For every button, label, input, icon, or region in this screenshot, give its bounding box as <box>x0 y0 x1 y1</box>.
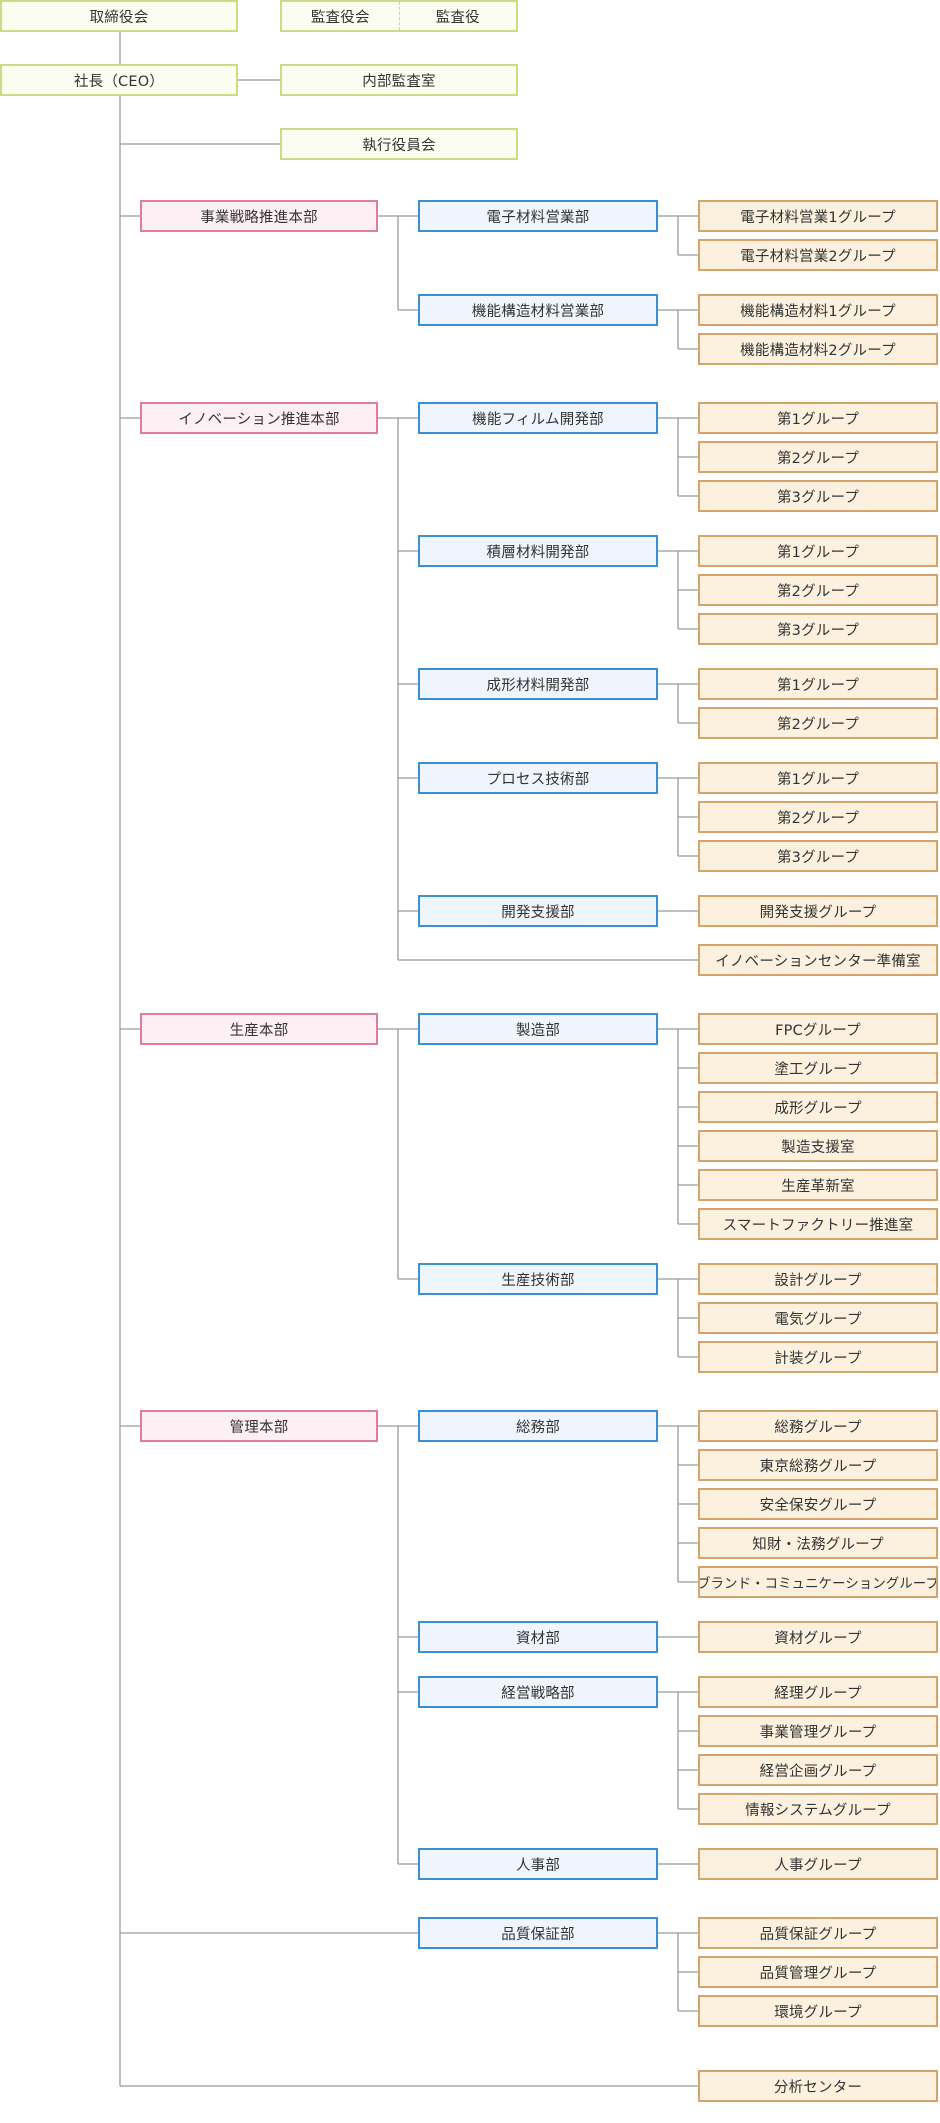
group-box: イノベーションセンター準備室 <box>698 944 938 976</box>
department-box: 機能フィルム開発部 <box>418 402 658 434</box>
audit-box: 監査役会 監査役 <box>280 0 518 32</box>
group-box: 事業管理グループ <box>698 1715 938 1747</box>
department-box: 人事部 <box>418 1848 658 1880</box>
group-box: 経営企画グループ <box>698 1754 938 1786</box>
group-box: 情報システムグループ <box>698 1793 938 1825</box>
group-box: 第3グループ <box>698 840 938 872</box>
internal-audit-box: 内部監査室 <box>280 64 518 96</box>
board-box: 取締役会 <box>0 0 238 32</box>
department-box: 経営戦略部 <box>418 1676 658 1708</box>
group-box: 機能構造材料2グループ <box>698 333 938 365</box>
group-box: 計装グループ <box>698 1341 938 1373</box>
group-box: 東京総務グループ <box>698 1449 938 1481</box>
department-box: 開発支援部 <box>418 895 658 927</box>
group-box: 知財・法務グループ <box>698 1527 938 1559</box>
group-box: 第1グループ <box>698 535 938 567</box>
headquarters-box: 生産本部 <box>140 1013 378 1045</box>
group-box: 第3グループ <box>698 480 938 512</box>
group-box: 第1グループ <box>698 668 938 700</box>
department-box: 機能構造材料営業部 <box>418 294 658 326</box>
group-box: 品質保証グループ <box>698 1917 938 1949</box>
group-box: FPCグループ <box>698 1013 938 1045</box>
group-box: 資材グループ <box>698 1621 938 1653</box>
group-box: 電子材料営業1グループ <box>698 200 938 232</box>
auditor-label: 監査役 <box>435 9 480 26</box>
group-box: 第1グループ <box>698 762 938 794</box>
group-box: 安全保安グループ <box>698 1488 938 1520</box>
audit-board-label: 監査役会 <box>310 9 370 26</box>
group-box: 第1グループ <box>698 402 938 434</box>
group-box: 第2グループ <box>698 574 938 606</box>
group-box: 電子材料営業2グループ <box>698 239 938 271</box>
audit-divider <box>398 2 400 30</box>
department-box: 成形材料開発部 <box>418 668 658 700</box>
group-box: 経理グループ <box>698 1676 938 1708</box>
group-box: 第3グループ <box>698 613 938 645</box>
group-box: ブランド・コミュニケーショングループ <box>698 1566 938 1598</box>
group-box: 電気グループ <box>698 1302 938 1334</box>
group-box: 機能構造材料1グループ <box>698 294 938 326</box>
executive-officers-box: 執行役員会 <box>280 128 518 160</box>
group-box: 環境グループ <box>698 1995 938 2027</box>
group-box: 第2グループ <box>698 801 938 833</box>
department-box: 電子材料営業部 <box>418 200 658 232</box>
headquarters-box: 事業戦略推進本部 <box>140 200 378 232</box>
department-box: プロセス技術部 <box>418 762 658 794</box>
group-box: 第2グループ <box>698 707 938 739</box>
ceo-box: 社長（CEO） <box>0 64 238 96</box>
department-box: 総務部 <box>418 1410 658 1442</box>
group-box: 製造支援室 <box>698 1130 938 1162</box>
headquarters-box: 管理本部 <box>140 1410 378 1442</box>
department-box: 生産技術部 <box>418 1263 658 1295</box>
group-box: 開発支援グループ <box>698 895 938 927</box>
group-box: 人事グループ <box>698 1848 938 1880</box>
department-box: 資材部 <box>418 1621 658 1653</box>
department-box: 積層材料開発部 <box>418 535 658 567</box>
group-box: 品質管理グループ <box>698 1956 938 1988</box>
group-box: 総務グループ <box>698 1410 938 1442</box>
department-box: 品質保証部 <box>418 1917 658 1949</box>
group-box: 塗工グループ <box>698 1052 938 1084</box>
group-box: 設計グループ <box>698 1263 938 1295</box>
department-box: 製造部 <box>418 1013 658 1045</box>
group-box: 分析センター <box>698 2070 938 2102</box>
group-box: 生産革新室 <box>698 1169 938 1201</box>
group-box: 成形グループ <box>698 1091 938 1123</box>
group-box: 第2グループ <box>698 441 938 473</box>
group-box: スマートファクトリー推進室 <box>698 1208 938 1240</box>
headquarters-box: イノベーション推進本部 <box>140 402 378 434</box>
